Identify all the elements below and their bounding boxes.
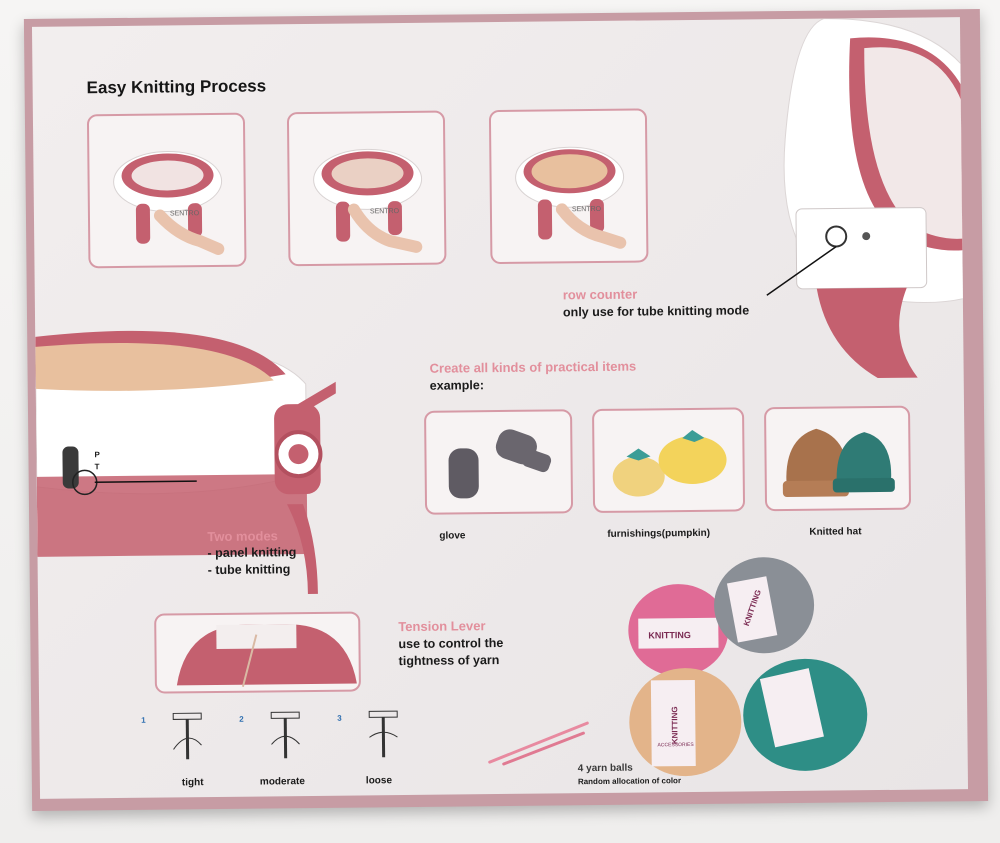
machine-crank-illustration — [35, 330, 339, 595]
tension-label-loose: loose — [365, 775, 393, 787]
tension-lever-photo — [154, 611, 361, 694]
tension-label-tight: tight — [181, 777, 204, 789]
row-counter-title: row counter — [562, 286, 638, 303]
mode-panel: - panel knitting — [207, 545, 297, 561]
machine-step-1-illustration: SENTRO — [113, 150, 225, 255]
step-photo-2: SENTRO — [286, 110, 447, 267]
step-photo-1: SENTRO — [86, 112, 247, 269]
machine-step-2-illustration: SENTRO — [313, 148, 423, 253]
tension-tight-icon — [172, 712, 202, 760]
yarn-ball-tan: KNITTING ACCESSORIES — [629, 668, 742, 777]
tension-diagrams — [172, 710, 398, 760]
brand-label: SENTRO — [370, 208, 400, 215]
step-photo-3: SENTRO — [488, 108, 649, 265]
item-label-glove: glove — [439, 530, 466, 542]
pumpkin-icon — [612, 429, 727, 497]
yarn-band-sub: ACCESSORIES — [658, 742, 695, 748]
yarn-band-text: KNITTING — [670, 706, 679, 744]
item-photo-glove — [424, 409, 574, 515]
tension-line-2: tightness of yarn — [398, 653, 500, 669]
brand-label: SENTRO — [170, 210, 200, 217]
tension-num-1: 1 — [141, 715, 146, 725]
yarn-title: 4 yarn balls — [577, 762, 633, 775]
item-photo-hat — [764, 405, 912, 512]
yarn-ball-gray: KNITTING — [714, 557, 815, 654]
row-counter-closeup — [766, 18, 969, 379]
create-title: Create all kinds of practical items — [429, 358, 637, 376]
yarn-note: Random allocation of color — [577, 776, 682, 787]
tension-label-moderate: moderate — [259, 776, 305, 788]
modes-title: Two modes — [207, 528, 278, 545]
tension-moderate-icon — [270, 711, 300, 759]
machine-step-3-illustration: SENTRO — [515, 146, 627, 249]
yarn-balls-photo: KNITTING KNITTING KNITTING ACCESSORIES — [628, 557, 868, 777]
yarn-band-text: KNITTING — [648, 630, 691, 640]
hat-icon — [782, 428, 895, 498]
box-back-panel: Easy Knitting Process SENTRO SENTR — [31, 17, 969, 799]
item-photo-pumpkin — [592, 407, 746, 514]
switch-mark-t: T — [94, 462, 100, 472]
item-label-hat: Knitted hat — [809, 526, 862, 538]
yarn-ball-pink: KNITTING — [628, 584, 729, 677]
crochet-hooks-icon — [488, 721, 589, 766]
tension-line-1: use to control the — [398, 635, 504, 652]
brand-label: SENTRO — [572, 206, 602, 213]
yarn-ball-teal — [743, 658, 868, 771]
glove-icon — [448, 429, 552, 499]
tension-loose-icon — [368, 710, 398, 758]
create-example: example: — [429, 378, 485, 393]
mode-tube: - tube knitting — [207, 562, 291, 578]
tension-lever-illustration — [176, 624, 357, 687]
headline: Easy Knitting Process — [86, 76, 267, 98]
item-label-pumpkin: furnishings(pumpkin) — [607, 527, 711, 540]
switch-mark-p: P — [94, 450, 100, 460]
tension-title: Tension Lever — [398, 618, 486, 635]
row-counter-note: only use for tube knitting mode — [562, 303, 750, 320]
